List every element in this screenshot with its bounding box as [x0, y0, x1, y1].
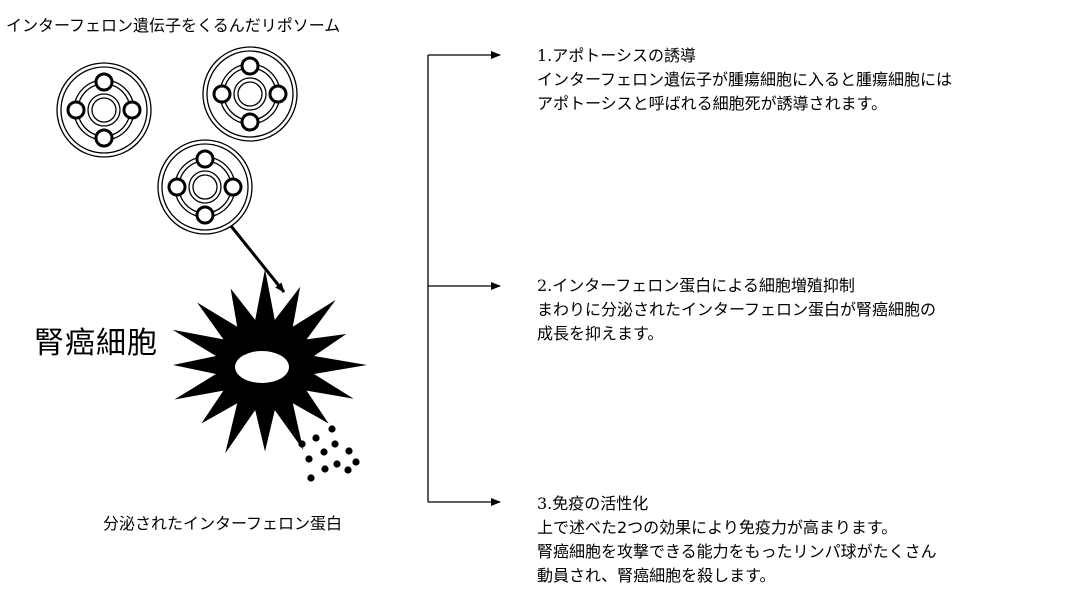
- effect-growth-suppression: 2.インターフェロン蛋白による細胞増殖抑制 まわりに分泌されたインターフェロン蛋…: [537, 274, 936, 346]
- secreted-protein-label: 分泌されたインターフェロン蛋白: [103, 514, 343, 533]
- gene-ring: [212, 56, 288, 132]
- gene-ring: [167, 149, 243, 225]
- effect-immune-activation: 3.免疫の活性化 上で述べた2つの効果により免疫力が高まります。 腎癌細胞を攻撃…: [537, 492, 937, 588]
- tumor-cell-label: 腎癌細胞: [34, 326, 158, 361]
- effect-heading: 1.アポトーシスの誘導: [537, 46, 696, 65]
- tumor-cell-shape: [172, 269, 367, 454]
- delivery-arrow: [229, 225, 286, 293]
- effect-text-line: アポトーシスと呼ばれる細胞死が誘導されます。: [537, 94, 888, 113]
- effect-heading: 3.免疫の活性化: [537, 494, 649, 513]
- effect-text-line: まわりに分泌されたインターフェロン蛋白が腎癌細胞の: [537, 300, 937, 319]
- effect-heading: 2.インターフェロン蛋白による細胞増殖抑制: [537, 276, 855, 295]
- gene-ring: [66, 72, 142, 148]
- tumor-cell-nucleus: [235, 351, 289, 383]
- liposome-2: [202, 46, 298, 142]
- effect-text-line: インターフェロン遺伝子が腫瘍細胞に入ると腫瘍細胞には: [537, 70, 953, 89]
- interferon-protein-dots: [298, 425, 360, 482]
- liposome-3: [157, 139, 253, 235]
- effect-text-line: 成長を抑えます。: [537, 324, 664, 343]
- effects-bracket: [427, 51, 501, 506]
- effect-text-line: 上で述べた2つの効果により免疫力が高まります。: [537, 518, 898, 537]
- liposome-1: [56, 62, 152, 158]
- effect-text-line: 腎癌細胞を攻撃できる能力をもったリンパ球がたくさん: [537, 542, 937, 561]
- effect-apoptosis: 1.アポトーシスの誘導 インターフェロン遺伝子が腫瘍細胞に入ると腫瘍細胞には ア…: [537, 44, 952, 116]
- effect-text-line: 動員され、腎癌細胞を殺します。: [537, 566, 776, 585]
- liposome-title: インターフェロン遺伝子をくるんだリポソーム: [6, 16, 341, 35]
